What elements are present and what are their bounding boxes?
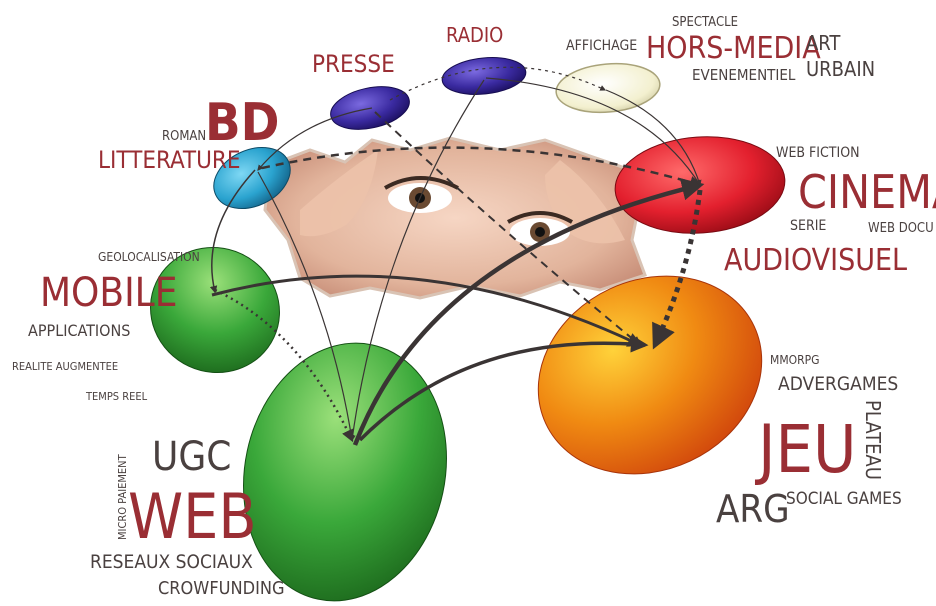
web-label: WEB	[128, 480, 257, 553]
realite-augmentee-label: REALITE AUGMENTEE	[12, 360, 118, 373]
spectacle-label: SPECTACLE	[672, 15, 738, 30]
hors-media-label: HORS-MEDIA	[646, 31, 821, 66]
plateau-label: PLATEAU	[861, 400, 885, 480]
temps-reel-label: TEMPS REEL	[85, 390, 148, 403]
affichage-label: AFFICHAGE	[566, 38, 637, 54]
crowfunding-label: CROWFUNDING	[158, 578, 285, 599]
bd-label: BD	[205, 93, 280, 153]
roman-label: ROMAN	[162, 129, 206, 144]
jeu-label: JEU	[754, 411, 856, 488]
geolocalisation-label: GEOLOCALISATION	[98, 250, 200, 264]
litterature-label: LITTERATURE	[98, 146, 241, 174]
mmorpg-label: MMORPG	[770, 353, 820, 367]
mobile-label: MOBILE	[40, 270, 177, 316]
hors-media-disk	[554, 60, 662, 117]
cinema-label: CINEMA	[798, 165, 936, 219]
serie-label: SERIE	[790, 218, 826, 234]
applications-label: APPLICATIONS	[28, 321, 130, 340]
reseaux-sociaux-label: RESEAUX SOCIAUX	[90, 551, 253, 573]
social-games-label: SOCIAL GAMES	[786, 489, 902, 509]
peeking-eyes-photo	[265, 138, 645, 298]
advergames-label: ADVERGAMES	[778, 373, 898, 395]
presse-label: PRESSE	[312, 50, 395, 78]
radio-disk	[440, 54, 527, 99]
radio-label: RADIO	[446, 23, 503, 47]
arg-label: ARG	[716, 487, 790, 531]
web-disk	[220, 324, 470, 606]
web-docu-label: WEB DOCU	[868, 221, 934, 236]
urbain-label: URBAIN	[806, 57, 875, 81]
audiovisuel-label: AUDIOVISUEL	[724, 243, 907, 278]
labels: ROMAN BD LITTERATURE PRESSE RADIO AFFICH…	[12, 15, 936, 599]
ugc-label: UGC	[152, 434, 231, 480]
evenementiel-label: EVENEMENTIEL	[692, 66, 796, 84]
web-fiction-label: WEB FICTION	[776, 145, 860, 161]
art-label: ART	[806, 31, 841, 55]
